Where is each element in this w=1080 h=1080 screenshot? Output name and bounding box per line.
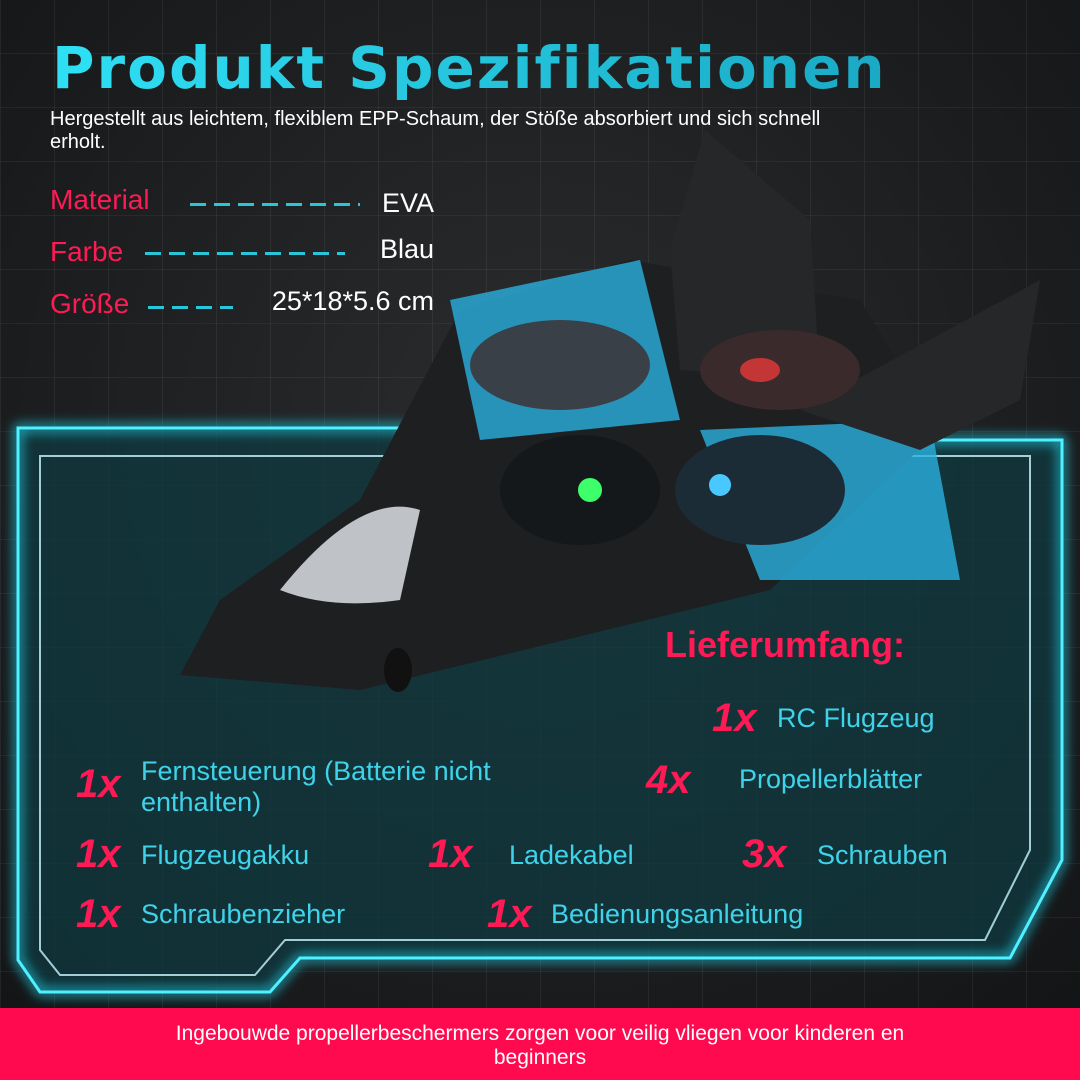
- item-name: Schraubenzieher: [141, 899, 346, 929]
- item-name: RC Flugzeug: [777, 703, 935, 733]
- item-qty: 4x: [646, 758, 691, 802]
- footer-text: Ingebouwde propellerbeschermers zorgen v…: [175, 1022, 905, 1069]
- item-qty: 1x: [76, 892, 121, 936]
- package-heading: Lieferumfang:: [665, 624, 906, 665]
- product-description: Hergestellt aus leichtem, flexiblem EPP-…: [50, 108, 821, 153]
- dashed-leader: [145, 252, 345, 255]
- item-name: Propellerblätter: [739, 764, 923, 794]
- spec-value-color: Blau: [379, 234, 434, 264]
- item-qty: 1x: [712, 696, 757, 740]
- item-name: Fernsteuerung (Batterie nicht enthalten): [141, 756, 491, 817]
- rc-airplane-image: [180, 130, 1040, 692]
- item-qty: 3x: [742, 832, 787, 876]
- item-qty: 1x: [76, 762, 121, 806]
- page-title: Produkt Spezifikationen: [52, 34, 887, 102]
- dashed-leader: [148, 306, 233, 309]
- spec-label-material: Material: [50, 184, 150, 215]
- item-name: Ladekabel: [509, 840, 634, 870]
- item-qty: 1x: [487, 892, 532, 936]
- item-qty: 1x: [428, 832, 473, 876]
- footer-banner: Ingebouwde propellerbeschermers zorgen v…: [0, 1008, 1080, 1080]
- item-qty: 1x: [76, 832, 121, 876]
- spec-value-material: EVA: [381, 188, 434, 218]
- dashed-leader: [190, 203, 360, 206]
- item-name: Bedienungsanleitung: [551, 899, 804, 929]
- item-name: Flugzeugakku: [141, 840, 310, 870]
- spec-value-size: 25*18*5.6 cm: [271, 286, 434, 316]
- item-name: Schrauben: [817, 840, 948, 870]
- spec-label-size: Größe: [50, 288, 130, 319]
- spec-label-color: Farbe: [50, 236, 124, 267]
